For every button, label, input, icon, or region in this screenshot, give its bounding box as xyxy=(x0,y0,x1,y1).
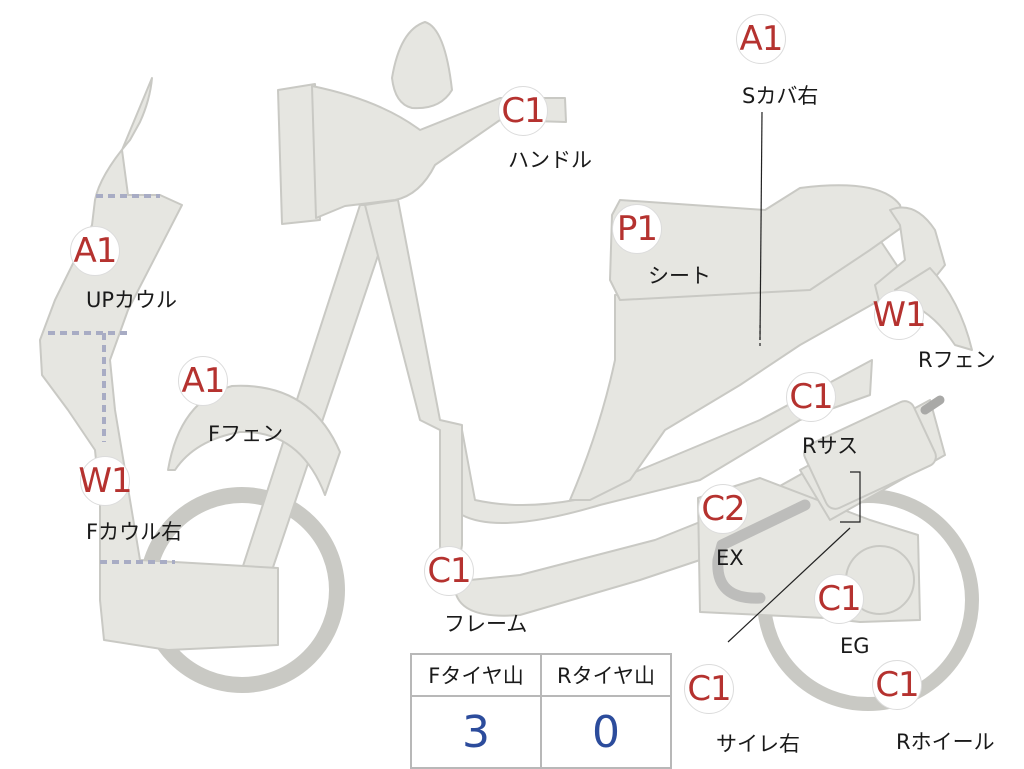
marker-up-cowl[interactable]: A1 xyxy=(70,226,120,276)
marker-exhaust[interactable]: C2 xyxy=(698,484,748,534)
label-r-fender: Rフェン xyxy=(918,350,996,371)
marker-silencer-right[interactable]: C1 xyxy=(684,664,734,714)
label-r-wheel: Rホイール xyxy=(896,732,995,753)
label-exhaust: EX xyxy=(716,548,744,569)
marker-r-fender[interactable]: W1 xyxy=(874,290,924,340)
label-f-fender: Fフェン xyxy=(208,424,283,445)
header-front-tire-tread: Fタイヤ山 xyxy=(411,654,541,696)
value-rear-tire-tread[interactable]: 0 xyxy=(541,696,671,768)
tire-tread-table: Fタイヤ山 Rタイヤ山 3 0 xyxy=(410,653,672,769)
label-engine: EG xyxy=(840,636,870,657)
front-cowl xyxy=(40,78,278,650)
marker-frame[interactable]: C1 xyxy=(424,546,474,596)
marker-s-cover-right[interactable]: A1 xyxy=(736,14,786,64)
label-f-cowl-right: Fカウル右 xyxy=(86,522,182,543)
mirror xyxy=(392,22,452,108)
label-silencer-right: サイレ右 xyxy=(716,734,800,755)
marker-r-wheel[interactable]: C1 xyxy=(872,660,922,710)
marker-seat[interactable]: P1 xyxy=(612,204,662,254)
header-rear-tire-tread: Rタイヤ山 xyxy=(541,654,671,696)
value-front-tire-tread[interactable]: 3 xyxy=(411,696,541,768)
marker-f-cowl-right[interactable]: W1 xyxy=(80,456,130,506)
label-s-cover-right: Sカバ右 xyxy=(742,86,818,107)
marker-r-suspension[interactable]: C1 xyxy=(786,372,836,422)
label-handle: ハンドル xyxy=(508,150,592,171)
label-up-cowl: UPカウル xyxy=(86,290,177,311)
marker-engine[interactable]: C1 xyxy=(814,574,864,624)
marker-handle[interactable]: C1 xyxy=(498,86,548,136)
label-seat: シート xyxy=(648,266,711,287)
label-r-suspension: Rサス xyxy=(802,436,858,457)
marker-f-fender[interactable]: A1 xyxy=(178,356,228,406)
label-frame: フレーム xyxy=(444,614,527,635)
